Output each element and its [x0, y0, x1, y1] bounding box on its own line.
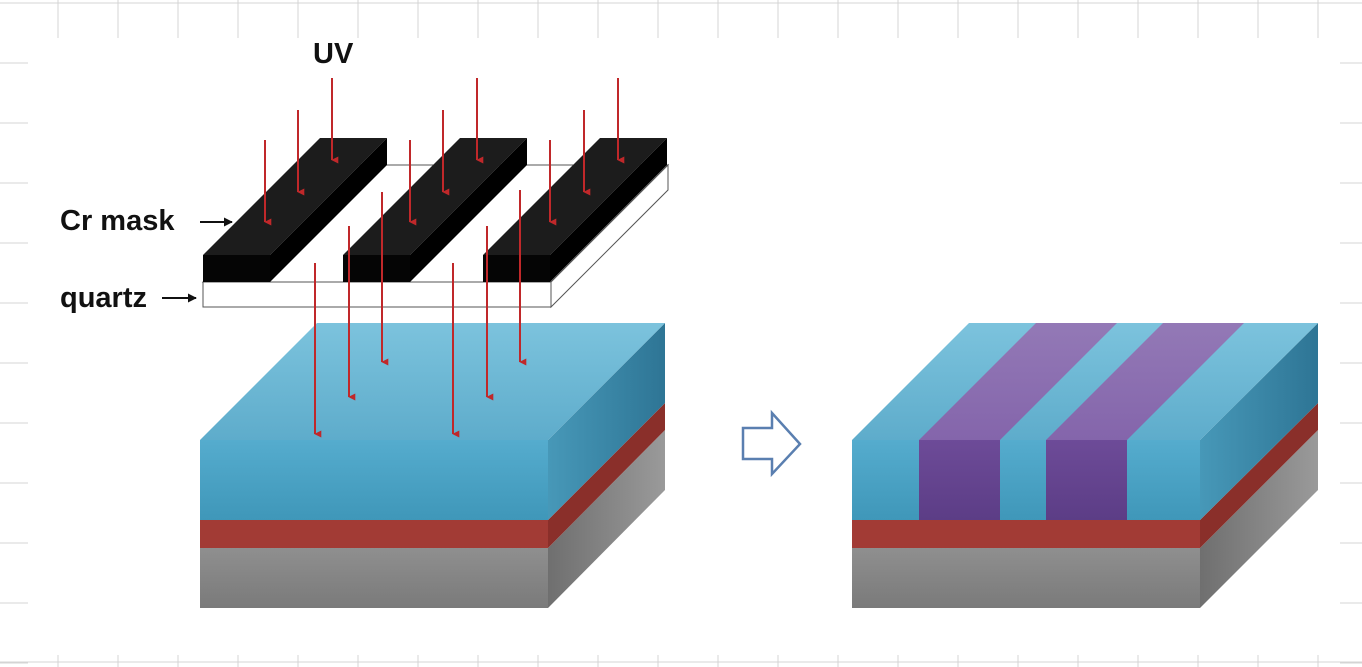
right-red-layer-front: [852, 520, 1200, 548]
cr-mask-bar: [343, 138, 527, 282]
cr-mask-bar: [203, 138, 387, 282]
cr-mask-bar: [483, 138, 667, 282]
quartz-plate-front: [202, 281, 552, 308]
quartz-plate-side: [550, 163, 669, 309]
right-resist-side: [1200, 323, 1318, 520]
uv-label: UV: [313, 38, 354, 70]
left-substrate-side: [548, 430, 665, 608]
uv-arrows-on-mask: [264, 78, 625, 226]
right-red-layer-side: [1200, 403, 1318, 548]
left-red-layer-side: [548, 403, 665, 548]
left-substrate-front: [200, 548, 548, 608]
quartz-label: quartz: [60, 282, 147, 314]
left-resist-side: [548, 323, 665, 520]
right-resist-front: [852, 440, 1200, 520]
uv-arrows-transmitted: [314, 190, 527, 438]
exposed-region: [1046, 323, 1244, 520]
cr-mask-label: Cr mask: [60, 205, 175, 237]
left-wafer-stack: [200, 323, 665, 608]
right-substrate-front: [852, 548, 1200, 608]
left-red-layer-front: [200, 520, 548, 548]
left-resist-top: [200, 323, 665, 440]
left-resist-front: [200, 440, 548, 520]
photomask: [201, 138, 670, 309]
exposed-region: [919, 323, 1117, 520]
right-substrate-side: [1200, 430, 1318, 608]
right-wafer-stack: [852, 323, 1318, 608]
right-arrow-outline-icon: [741, 409, 802, 478]
